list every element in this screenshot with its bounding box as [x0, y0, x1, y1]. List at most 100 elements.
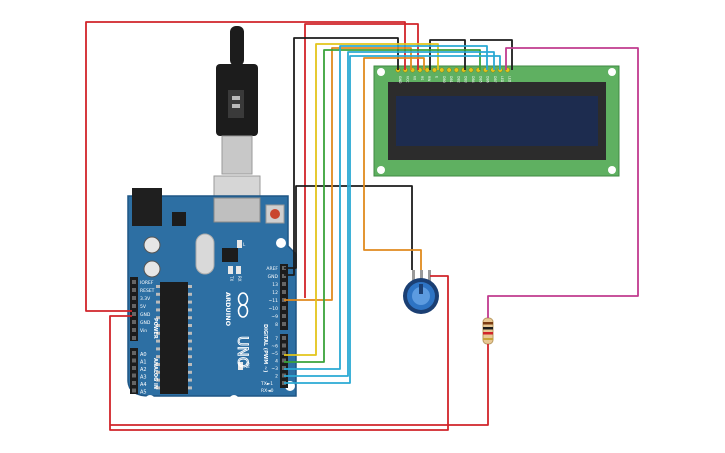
wire-red-pot [304, 23, 419, 298]
header-pin[interactable] [282, 282, 286, 286]
header-pin[interactable] [132, 280, 136, 284]
tx-label: TX [229, 275, 234, 281]
usb-port [213, 197, 261, 223]
potentiometer[interactable] [403, 270, 439, 314]
pin-label: 12 [272, 290, 278, 296]
digital-label: DIGITAL (PWM ~) [262, 324, 268, 372]
infinity-logo-icon [237, 292, 249, 318]
lcd-pin-label: DB0 [442, 76, 446, 83]
header-pin[interactable] [132, 373, 136, 378]
on-label: ON [245, 362, 250, 368]
pin-label: ~5 [271, 351, 278, 357]
wire-red-resistor [110, 344, 489, 426]
atmega-chip [156, 282, 192, 394]
header-pin[interactable] [282, 351, 286, 355]
header-pin[interactable] [282, 306, 286, 310]
header-pin[interactable] [132, 312, 136, 316]
wire-black-rw [429, 39, 466, 70]
header-pin[interactable] [132, 358, 136, 363]
wire-black-k [470, 39, 513, 70]
pin-label: IOREF [140, 280, 154, 286]
lcd-pin[interactable] [424, 67, 430, 73]
resistor [482, 317, 494, 345]
header-pin[interactable] [282, 358, 286, 363]
header-pin[interactable] [132, 351, 136, 355]
pin-label: A4 [140, 382, 147, 388]
usb-plug-icon [213, 26, 261, 225]
rx-pin-label: RX◄0 [261, 388, 274, 394]
led-l [237, 240, 242, 248]
lcd-pin-label: DB4 [471, 76, 475, 83]
pin-label: 7 [275, 336, 278, 342]
header-pin[interactable] [282, 343, 286, 348]
pin-label: ~10 [269, 306, 279, 312]
rx-label: RX [237, 276, 242, 282]
header-pin[interactable] [282, 322, 286, 326]
analog-header [130, 348, 138, 394]
pin-label: A2 [140, 367, 147, 373]
pin-label: 5V [140, 304, 147, 310]
wire-red-bottom [109, 275, 449, 431]
lcd-pin-label: DB3 [464, 76, 468, 83]
analog-label: ANALOG IN [152, 358, 158, 389]
capacitor [143, 260, 161, 278]
header-pin[interactable] [282, 274, 286, 278]
pin-label: ~9 [271, 314, 278, 320]
header-pin[interactable] [132, 366, 136, 370]
lcd-pin-label: DB5 [478, 76, 482, 83]
pin-label: A3 [140, 375, 147, 381]
wire-blue-d7 [284, 55, 501, 384]
pin-label: ~3 [271, 366, 278, 372]
led-rx [236, 266, 241, 274]
header-pin[interactable] [132, 328, 136, 332]
lcd-pin-label: DB2 [456, 76, 460, 83]
lcd-pin[interactable] [468, 67, 474, 73]
header-pin[interactable] [282, 314, 286, 318]
wire-orange-v0 [363, 57, 425, 270]
pin-label: 3.3V [140, 296, 151, 302]
power-header [130, 277, 138, 341]
header-pin[interactable] [282, 290, 286, 294]
lcd-pin[interactable] [432, 67, 437, 73]
pin-label: ~11 [269, 298, 279, 304]
lcd-pin-label: RS [420, 76, 424, 80]
lcd-pin-label: E [435, 76, 439, 78]
pin-label: 13 [272, 282, 278, 288]
header-pin[interactable] [132, 288, 136, 292]
header-pin[interactable] [282, 336, 286, 340]
wire-red-5v [85, 21, 406, 312]
pin-label: 4 [275, 359, 278, 365]
wire-black-pot [284, 185, 413, 270]
lcd-pin[interactable] [439, 67, 445, 73]
header-pin[interactable] [282, 366, 286, 370]
pin-label: GND [140, 320, 151, 326]
pin-label: RESET [140, 288, 155, 294]
header-pin[interactable] [132, 388, 136, 393]
lcd-pin[interactable] [453, 67, 459, 73]
led-tx [228, 266, 233, 274]
header-pin[interactable] [132, 304, 136, 308]
header-pin[interactable] [132, 336, 136, 340]
pin-label: A0 [140, 352, 147, 358]
lcd-pin[interactable] [446, 67, 452, 73]
tx-pin-label: TX►1 [260, 381, 273, 387]
l-label: L [243, 242, 246, 247]
header-pin[interactable] [132, 320, 136, 324]
lcd-pin-label: VCC [405, 76, 409, 83]
led-on [238, 362, 243, 370]
header-pin[interactable] [132, 381, 136, 385]
lcd-pin-label: DB7 [493, 76, 497, 83]
lcd-screen [396, 96, 598, 146]
lcd-pin-label: GND [398, 76, 402, 84]
header-pin[interactable] [132, 296, 136, 300]
pin-label: Vin [140, 328, 147, 334]
pin-label: GND [268, 274, 279, 280]
pin-label: A1 [140, 360, 147, 366]
lcd-pin-label: LED [500, 76, 504, 83]
lcd-pin-label: DB6 [486, 76, 490, 83]
reset-button-icon[interactable] [265, 204, 285, 224]
